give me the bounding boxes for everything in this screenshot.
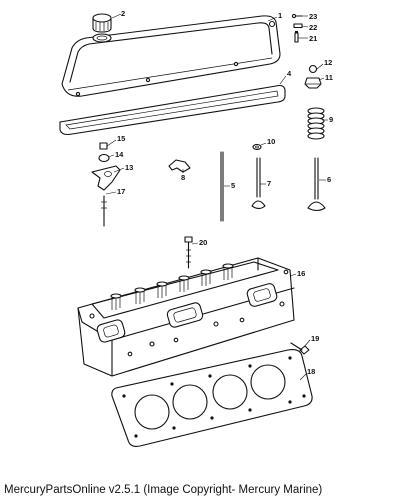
rocker-arm[interactable] — [91, 165, 121, 191]
rocker-nut[interactable] — [304, 64, 322, 89]
push-rod-guide[interactable] — [168, 159, 191, 173]
callout-2: 2 — [121, 9, 125, 18]
cylinder-head[interactable] — [77, 257, 295, 377]
port-flanges — [96, 283, 278, 343]
callout-22: 22 — [309, 23, 317, 32]
callout-11: 11 — [325, 73, 333, 82]
rocker-ball[interactable] — [98, 142, 110, 163]
callout-13: 13 — [125, 163, 133, 172]
callout-5: 5 — [231, 181, 235, 190]
exhaust-valve[interactable] — [307, 157, 326, 212]
callout-12: 12 — [324, 58, 332, 67]
head-gasket[interactable] — [111, 349, 313, 447]
rocker-stud[interactable] — [101, 195, 107, 227]
image-copyright-caption: MercuryPartsOnline v2.5.1 (Image Copyrig… — [4, 484, 323, 496]
callout-20: 20 — [199, 238, 207, 247]
callout-1: 1 — [278, 11, 282, 20]
valve-spring[interactable] — [307, 107, 325, 140]
callout-6: 6 — [327, 175, 331, 184]
valve-cover[interactable] — [61, 15, 281, 97]
intake-valve[interactable] — [251, 157, 266, 210]
head-bolt[interactable] — [184, 236, 193, 269]
small-parts-21-23[interactable] — [291, 13, 303, 43]
callout-17: 17 — [117, 187, 125, 196]
callout-10: 10 — [267, 137, 275, 146]
oil-filler-cap[interactable] — [92, 13, 112, 33]
callout-4: 4 — [287, 69, 292, 78]
valve-springs-on-head — [110, 263, 234, 310]
callout-19: 19 — [311, 334, 319, 343]
valve-seal[interactable] — [252, 143, 262, 151]
leader-lines — [105, 13, 328, 381]
callout-23: 23 — [309, 12, 317, 21]
callout-labels: 2 1 23 22 21 12 4 11 9 15 10 14 13 8 7 5… — [115, 9, 333, 376]
valve-cover-gasket[interactable] — [59, 84, 286, 136]
gasket-bolt-holes — [122, 356, 306, 438]
head-bolt-holes — [89, 269, 289, 357]
small-bolt[interactable] — [290, 342, 310, 355]
callout-7: 7 — [267, 179, 271, 188]
callout-8: 8 — [181, 173, 185, 182]
callout-15: 15 — [117, 134, 125, 143]
callout-18: 18 — [307, 367, 315, 376]
callout-9: 9 — [329, 115, 333, 124]
push-rod[interactable] — [220, 151, 224, 222]
callout-14: 14 — [115, 150, 124, 159]
callout-16: 16 — [297, 269, 305, 278]
callout-21: 21 — [309, 34, 317, 43]
